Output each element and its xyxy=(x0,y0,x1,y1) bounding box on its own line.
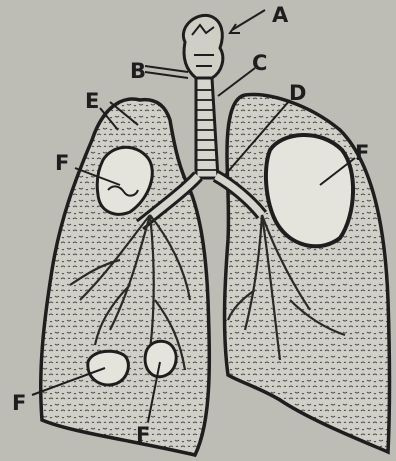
label-f-lower-left: F xyxy=(12,391,26,415)
cavity-right-large xyxy=(266,135,353,246)
leader-c xyxy=(218,68,255,96)
label-b: B xyxy=(130,59,146,83)
larynx xyxy=(183,15,222,78)
label-a: A xyxy=(272,3,289,27)
label-c: C xyxy=(252,51,267,75)
label-e: E xyxy=(85,89,99,113)
label-f-lower-center: F xyxy=(136,423,150,447)
label-d: D xyxy=(289,81,306,105)
label-f-right-upper: F xyxy=(355,141,369,165)
cavity-lower-left xyxy=(88,351,129,385)
label-f-left-upper: F xyxy=(55,151,69,175)
leader-a xyxy=(232,10,265,30)
cavity-lower-center xyxy=(145,341,176,377)
trachea xyxy=(196,78,218,178)
leader-b xyxy=(145,66,188,72)
